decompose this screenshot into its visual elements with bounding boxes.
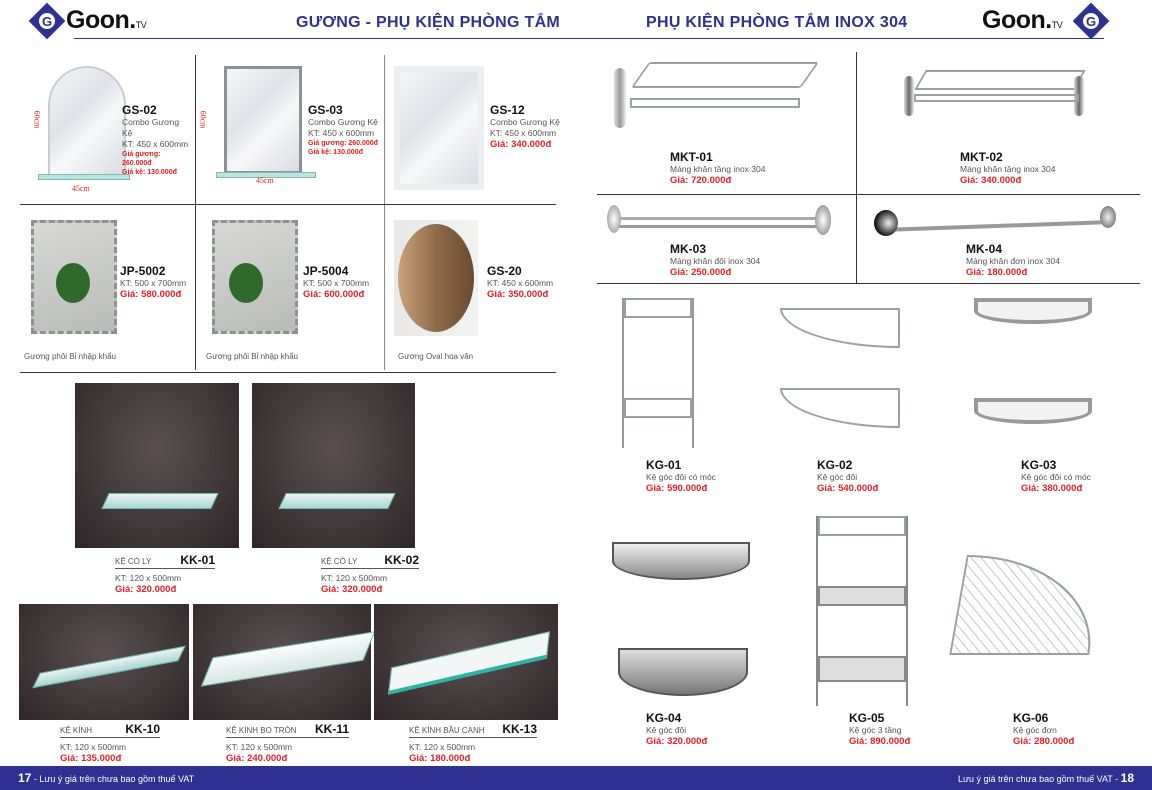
product-kg-06: KG-06 Kệ góc đơn Giá: 280.000đ xyxy=(1013,711,1075,747)
shelf-image xyxy=(38,174,130,180)
footer-bar: 17 - Lưu ý giá trên chưa bao gồm thuế VA… xyxy=(0,766,1152,790)
product-mkt-02: MKT-02 Máng khăn tầng inox 304 Giá: 340.… xyxy=(960,150,1056,186)
kk-13-image xyxy=(374,604,558,720)
product-jp-5002: JP-5002 KT: 500 x 700mm Giá: 580.000đ Gư… xyxy=(24,218,194,368)
divider xyxy=(195,55,196,370)
footer-left: 17 - Lưu ý giá trên chưa bao gồm thuế VA… xyxy=(18,771,195,785)
plant-icon xyxy=(229,263,263,303)
logo-right: Goon.TV G xyxy=(982,2,1110,39)
product-gs-02: 60cm 45cm GS-02 Combo Gương Kệ KT: 450 x… xyxy=(30,60,190,200)
mirror-image xyxy=(394,66,484,190)
product-kg-02: KG-02 Kệ góc đôi Giá: 540.000đ xyxy=(817,458,879,494)
product-mk-04: MK-04 Máng khăn đơn inox 304 Giá: 180.00… xyxy=(966,242,1060,278)
logo-icon: G xyxy=(1072,2,1110,39)
logo-left: G Goon.TV xyxy=(28,2,147,39)
product-gs-12: GS-12 Combo Gương Kệ KT: 450 x 600mm Giá… xyxy=(390,60,560,200)
mirror-image xyxy=(398,224,474,332)
product-gs-03: 60cm 45cm GS-03 Combo Gương Kệ KT: 450 x… xyxy=(198,60,380,200)
mk-03-image xyxy=(603,205,835,241)
divider xyxy=(597,283,1140,284)
mirror-image xyxy=(224,66,302,174)
kg-01-image xyxy=(622,298,694,448)
product-kg-03: KG-03 Kệ góc đôi có móc Giá: 380.000đ xyxy=(1021,458,1091,494)
header-divider xyxy=(74,38,1104,39)
kg-03-image xyxy=(970,298,1096,446)
kg-02-image xyxy=(770,308,906,442)
mirror-image xyxy=(48,66,126,176)
right-page-title: PHỤ KIỆN PHÒNG TẮM INOX 304 xyxy=(646,14,908,31)
product-mk-03: MK-03 Máng khăn đôi inox 304 Giá: 250.00… xyxy=(670,242,761,278)
product-kg-05: KG-05 Kệ góc 3 tầng Giá: 890.000đ xyxy=(849,711,911,747)
product-gs-20: GS-20 KT: 450 x 600mm Giá: 350.000đ Gươn… xyxy=(394,218,559,368)
left-page-title: GƯƠNG - PHỤ KIỆN PHÒNG TẮM xyxy=(296,14,561,31)
kg-06-image xyxy=(949,555,1107,665)
mk-04-image xyxy=(872,206,1122,240)
mkt-01-image xyxy=(600,58,820,158)
kg-04-image xyxy=(612,530,752,700)
divider xyxy=(597,194,1140,195)
kk-01-image xyxy=(75,383,239,548)
divider xyxy=(384,55,385,370)
product-mkt-01: MKT-01 Máng khăn tầng inox 304 Giá: 720.… xyxy=(670,150,766,186)
mirror-image xyxy=(212,220,298,334)
logo-icon: G xyxy=(28,2,66,39)
divider xyxy=(20,204,556,205)
plant-icon xyxy=(56,263,90,303)
divider xyxy=(856,52,857,284)
mirror-image xyxy=(31,220,117,334)
shelf-image xyxy=(216,172,316,178)
kk-10-image xyxy=(19,604,189,720)
kk-02-image xyxy=(252,383,415,548)
divider xyxy=(20,372,556,373)
kg-05-image xyxy=(816,516,908,706)
product-kg-01: KG-01 Kệ góc đôi có móc Giá: 590.000đ xyxy=(646,458,716,494)
product-kg-04: KG-04 Kệ góc đôi Giá: 320.000đ xyxy=(646,711,708,747)
footer-right: Lưu ý giá trên chưa bao gồm thuế VAT - 1… xyxy=(957,771,1134,785)
kk-11-image xyxy=(193,604,376,720)
product-jp-5004: JP-5004 KT: 500 x 700mm Giá: 600.000đ Gư… xyxy=(206,218,381,368)
mkt-02-image xyxy=(900,66,1090,136)
